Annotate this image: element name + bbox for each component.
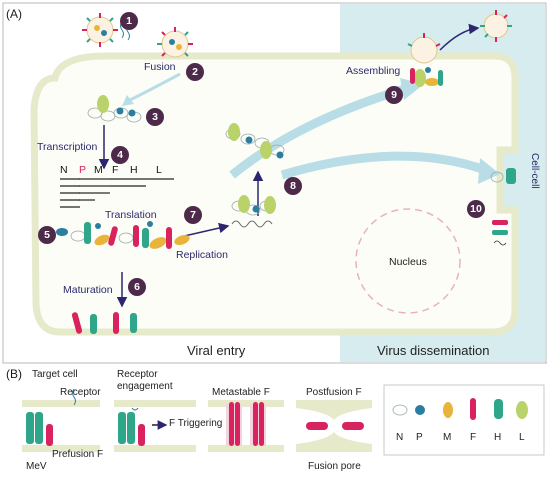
translation-label: Translation (105, 209, 157, 221)
replication-arrow (179, 222, 230, 238)
step-badge-10: 10 (467, 200, 485, 218)
replication-label: Replication (176, 249, 228, 261)
gene-n: N (60, 164, 68, 176)
gene-l: L (156, 164, 162, 176)
step-badge-2: 2 (186, 63, 204, 81)
legend-label-n: N (396, 432, 404, 443)
release-arrow (439, 23, 480, 51)
assembling-complex (410, 67, 443, 87)
cell-cell-arrow (280, 151, 487, 180)
panel-b-step4 (296, 400, 372, 452)
legend-label-p: P (416, 432, 423, 443)
gene-f: F (112, 164, 119, 176)
l-protein-icon (516, 401, 528, 419)
target-cell-label: Target cell (32, 369, 78, 380)
step-badge-9: 9 (385, 86, 403, 104)
virion-left (82, 13, 118, 47)
legend-label-l: L (519, 432, 525, 443)
rnp-cluster-replication (231, 195, 276, 228)
gene-p: P (79, 164, 87, 176)
metastable-f-label: Metastable F (212, 387, 270, 398)
step-badge-1: 1 (120, 12, 138, 30)
cell-cell-label: Cell-cell (529, 153, 540, 189)
rnp-cluster-step8 (225, 123, 285, 159)
receptor-label: Receptor (60, 387, 101, 398)
fusion-pore-label: Fusion pore (308, 461, 361, 472)
maturation-label: Maturation (63, 284, 113, 296)
virion-right (157, 27, 193, 58)
legend-box (383, 384, 545, 456)
cell-cell-components (490, 168, 516, 246)
virion-released (480, 10, 512, 42)
legend-label-h: H (494, 432, 502, 443)
mev-label: MeV (26, 461, 47, 472)
gene-m: M (94, 164, 103, 176)
budding-virion (407, 33, 441, 64)
prefusion-f-label: Prefusion F (52, 449, 104, 460)
assembling-label: Assembling (346, 65, 401, 77)
n-protein-icon (392, 404, 408, 416)
transcription-label: Transcription (37, 141, 98, 153)
f-triggering-label: F Triggering (169, 418, 223, 429)
step-badge-5: 5 (38, 226, 56, 244)
nucleus-label: Nucleus (389, 256, 427, 268)
p-protein-icon (415, 405, 425, 415)
step-badge-4: 4 (111, 146, 129, 164)
translation-proteins (56, 221, 190, 249)
fusion-label: Fusion (144, 61, 176, 73)
f-protein-icon (470, 398, 476, 420)
m-protein-icon (443, 402, 453, 418)
virus-dissemination-label: Virus dissemination (377, 343, 490, 358)
panel-b-step1 (22, 388, 100, 452)
step-badge-8: 8 (284, 177, 302, 195)
legend-label-m: M (443, 432, 452, 443)
receptor-engagement-label-2: engagement (117, 381, 173, 392)
legend-label-f: F (470, 432, 477, 443)
matured-glycoproteins (71, 312, 137, 334)
receptor-engagement-label-1: Receptor (117, 369, 158, 380)
step-badge-3: 3 (146, 108, 164, 126)
panel-b-label: (B) (6, 367, 22, 381)
step-badge-6: 6 (128, 278, 146, 296)
genome-transcripts (60, 178, 174, 208)
step-badge-7: 7 (184, 206, 202, 224)
panel-a-label: (A) (6, 7, 22, 21)
nucleus-outline (355, 208, 461, 314)
assembling-arrow (229, 83, 410, 179)
gene-h: H (130, 164, 138, 176)
viral-entry-label: Viral entry (187, 343, 246, 358)
panel-b-step3 (208, 400, 284, 452)
rnp-cluster-step3 (87, 95, 142, 123)
postfusion-f-label: Postfusion F (306, 387, 362, 398)
panel-b-step2 (114, 400, 196, 452)
h-protein-icon (494, 399, 503, 419)
fusion-arrow (129, 72, 181, 102)
